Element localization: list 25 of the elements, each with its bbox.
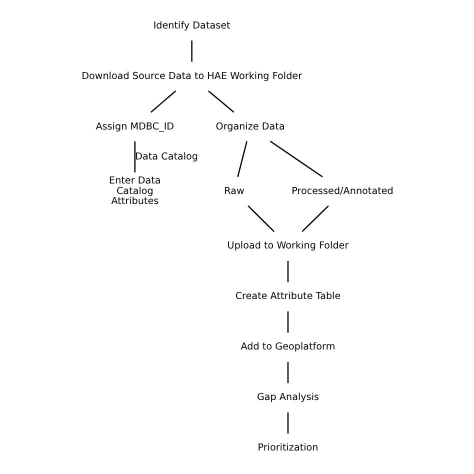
connector: [134, 141, 136, 172]
connector: [301, 205, 328, 232]
connector: [286, 362, 288, 384]
node-text: Upload to Working Folder: [226, 240, 348, 252]
connector: [247, 205, 274, 232]
node-text: Assign MDBC_ID: [95, 121, 174, 132]
node-text: Download Source Data to HAE Working Folder: [81, 70, 302, 82]
node-text: Raw: [224, 186, 244, 197]
node-text: Organize Data: [215, 121, 284, 132]
connector: [208, 90, 234, 113]
node-text: Add to Geoplatform: [240, 342, 335, 353]
node-text: Prioritization: [257, 442, 318, 454]
connector: [286, 311, 288, 333]
connector: [269, 140, 322, 178]
connector: [150, 90, 176, 113]
node-text: Create Attribute Table: [234, 291, 340, 302]
connector: [190, 40, 192, 62]
node-text: Identify Dataset: [152, 20, 230, 32]
node-text: Processed/Annotated: [291, 186, 393, 197]
node-text: Enter Data Catalog Attributes: [108, 175, 160, 208]
node-text: Gap Analysis: [256, 392, 319, 404]
connector: [286, 412, 288, 434]
edge-label: Data Catalog: [134, 151, 198, 162]
connector: [286, 260, 288, 282]
connector: [236, 141, 247, 178]
